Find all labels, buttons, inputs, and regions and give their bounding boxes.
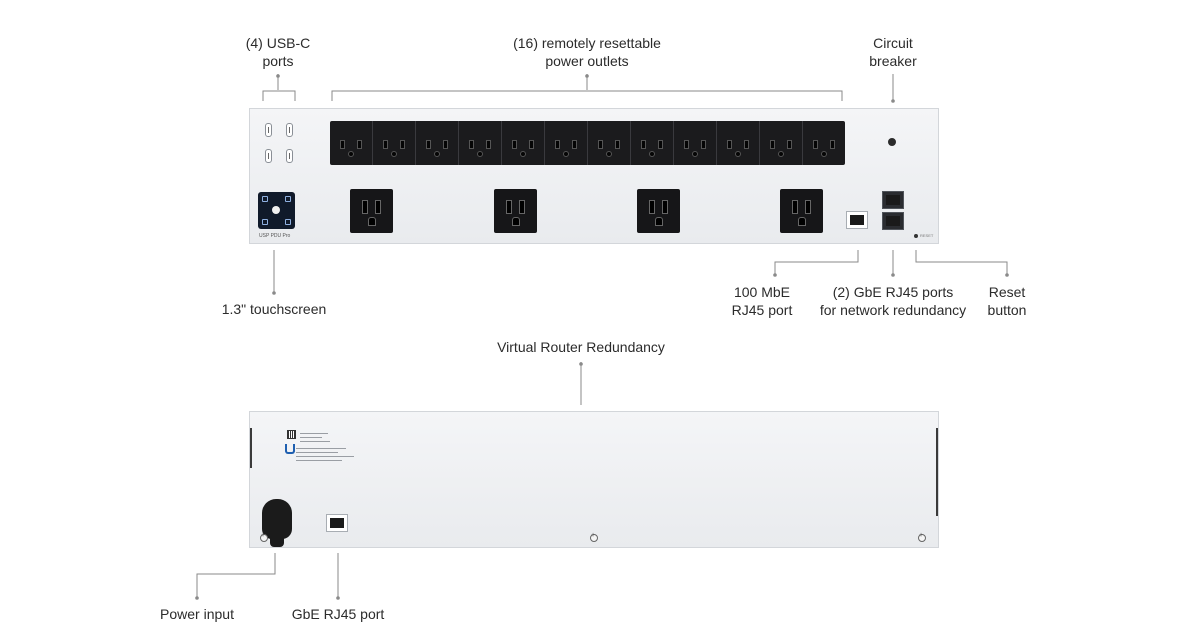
screw-icon <box>260 532 268 542</box>
power-outlet[interactable] <box>717 121 760 165</box>
reset-label: Reset button <box>977 283 1037 319</box>
usbc-port[interactable] <box>265 123 272 137</box>
reset-text: RESET <box>920 233 934 238</box>
power-input-label-text: Power input <box>160 606 234 622</box>
power-outlet[interactable] <box>803 121 845 165</box>
power-input-label: Power input <box>147 605 247 623</box>
power-outlet[interactable] <box>459 121 502 165</box>
mbe-label-line1: 100 MbE <box>733 284 791 300</box>
power-outlet[interactable] <box>502 121 545 165</box>
outlets-label-line1: (16) remotely resettable <box>513 35 661 51</box>
usbc-ports-label: (4) USB-C ports <box>238 34 318 70</box>
rear-label-sticker <box>285 428 355 462</box>
usbc-port[interactable] <box>265 149 272 163</box>
mbe-rj45-port[interactable] <box>846 211 868 229</box>
outlets-label: (16) remotely resettable power outlets <box>497 34 677 70</box>
touchscreen-icon <box>285 196 291 202</box>
large-power-outlet[interactable] <box>637 189 680 233</box>
touchscreen-dot <box>272 206 280 214</box>
usbc-label-line2: ports <box>262 53 294 69</box>
screw-icon <box>590 532 598 542</box>
reset-button[interactable] <box>914 234 918 238</box>
rear-left-edge <box>250 428 252 468</box>
rear-right-edge <box>936 428 938 516</box>
circuit-breaker[interactable] <box>888 138 896 146</box>
breaker-label-line2: breaker <box>869 53 917 69</box>
breaker-label: Circuit breaker <box>853 34 933 70</box>
power-outlet[interactable] <box>760 121 803 165</box>
power-outlet[interactable] <box>373 121 416 165</box>
reset-label-line1: Reset <box>988 284 1026 300</box>
usbc-port[interactable] <box>286 149 293 163</box>
power-outlet[interactable] <box>545 121 588 165</box>
breaker-label-line1: Circuit <box>873 35 913 51</box>
gbe-rj45-port[interactable] <box>882 191 904 209</box>
large-power-outlet[interactable] <box>494 189 537 233</box>
mbe-port-label: 100 MbE RJ45 port <box>722 283 802 319</box>
power-outlet[interactable] <box>631 121 674 165</box>
usbc-port[interactable] <box>286 123 293 137</box>
large-power-outlet[interactable] <box>780 189 823 233</box>
gbe-rj45-port[interactable] <box>882 212 904 230</box>
mbe-label-line2: RJ45 port <box>731 302 793 318</box>
gbe-port-label: GbE RJ45 port <box>278 605 398 623</box>
power-input[interactable] <box>262 499 292 547</box>
gbe-pair-label-line1: (2) GbE RJ45 ports <box>832 284 954 300</box>
power-outlet[interactable] <box>674 121 717 165</box>
reset-label-line2: button <box>987 302 1027 318</box>
power-outlet[interactable] <box>330 121 373 165</box>
pdu-front-panel: USP PDU Pro RESET <box>249 108 939 244</box>
power-outlet[interactable] <box>416 121 459 165</box>
gbe-pair-label-line2: for network redundancy <box>819 302 967 318</box>
touchscreen-icon <box>262 219 268 225</box>
power-outlet[interactable] <box>588 121 631 165</box>
outlets-label-line2: power outlets <box>545 53 629 69</box>
brand-text: USP PDU Pro <box>259 233 291 239</box>
touchscreen-label: 1.3" touchscreen <box>204 300 344 318</box>
touchscreen[interactable] <box>258 192 295 229</box>
vrr-label-text: Virtual Router Redundancy <box>497 339 665 355</box>
large-power-outlet[interactable] <box>350 189 393 233</box>
ubiquiti-logo-icon <box>285 444 295 454</box>
usbc-label-line1: (4) USB-C <box>245 35 311 51</box>
screw-icon <box>918 532 926 542</box>
touchscreen-icon <box>262 196 268 202</box>
touchscreen-label-text: 1.3" touchscreen <box>221 301 327 317</box>
vrr-label: Virtual Router Redundancy <box>481 338 681 356</box>
gbe-port-label-text: GbE RJ45 port <box>291 606 385 622</box>
touchscreen-icon <box>285 219 291 225</box>
gbe-pair-label: (2) GbE RJ45 ports for network redundanc… <box>808 283 978 319</box>
small-outlet-strip <box>330 121 845 165</box>
gbe-rj45-port[interactable] <box>326 514 348 532</box>
pdu-rear-panel <box>249 411 939 548</box>
